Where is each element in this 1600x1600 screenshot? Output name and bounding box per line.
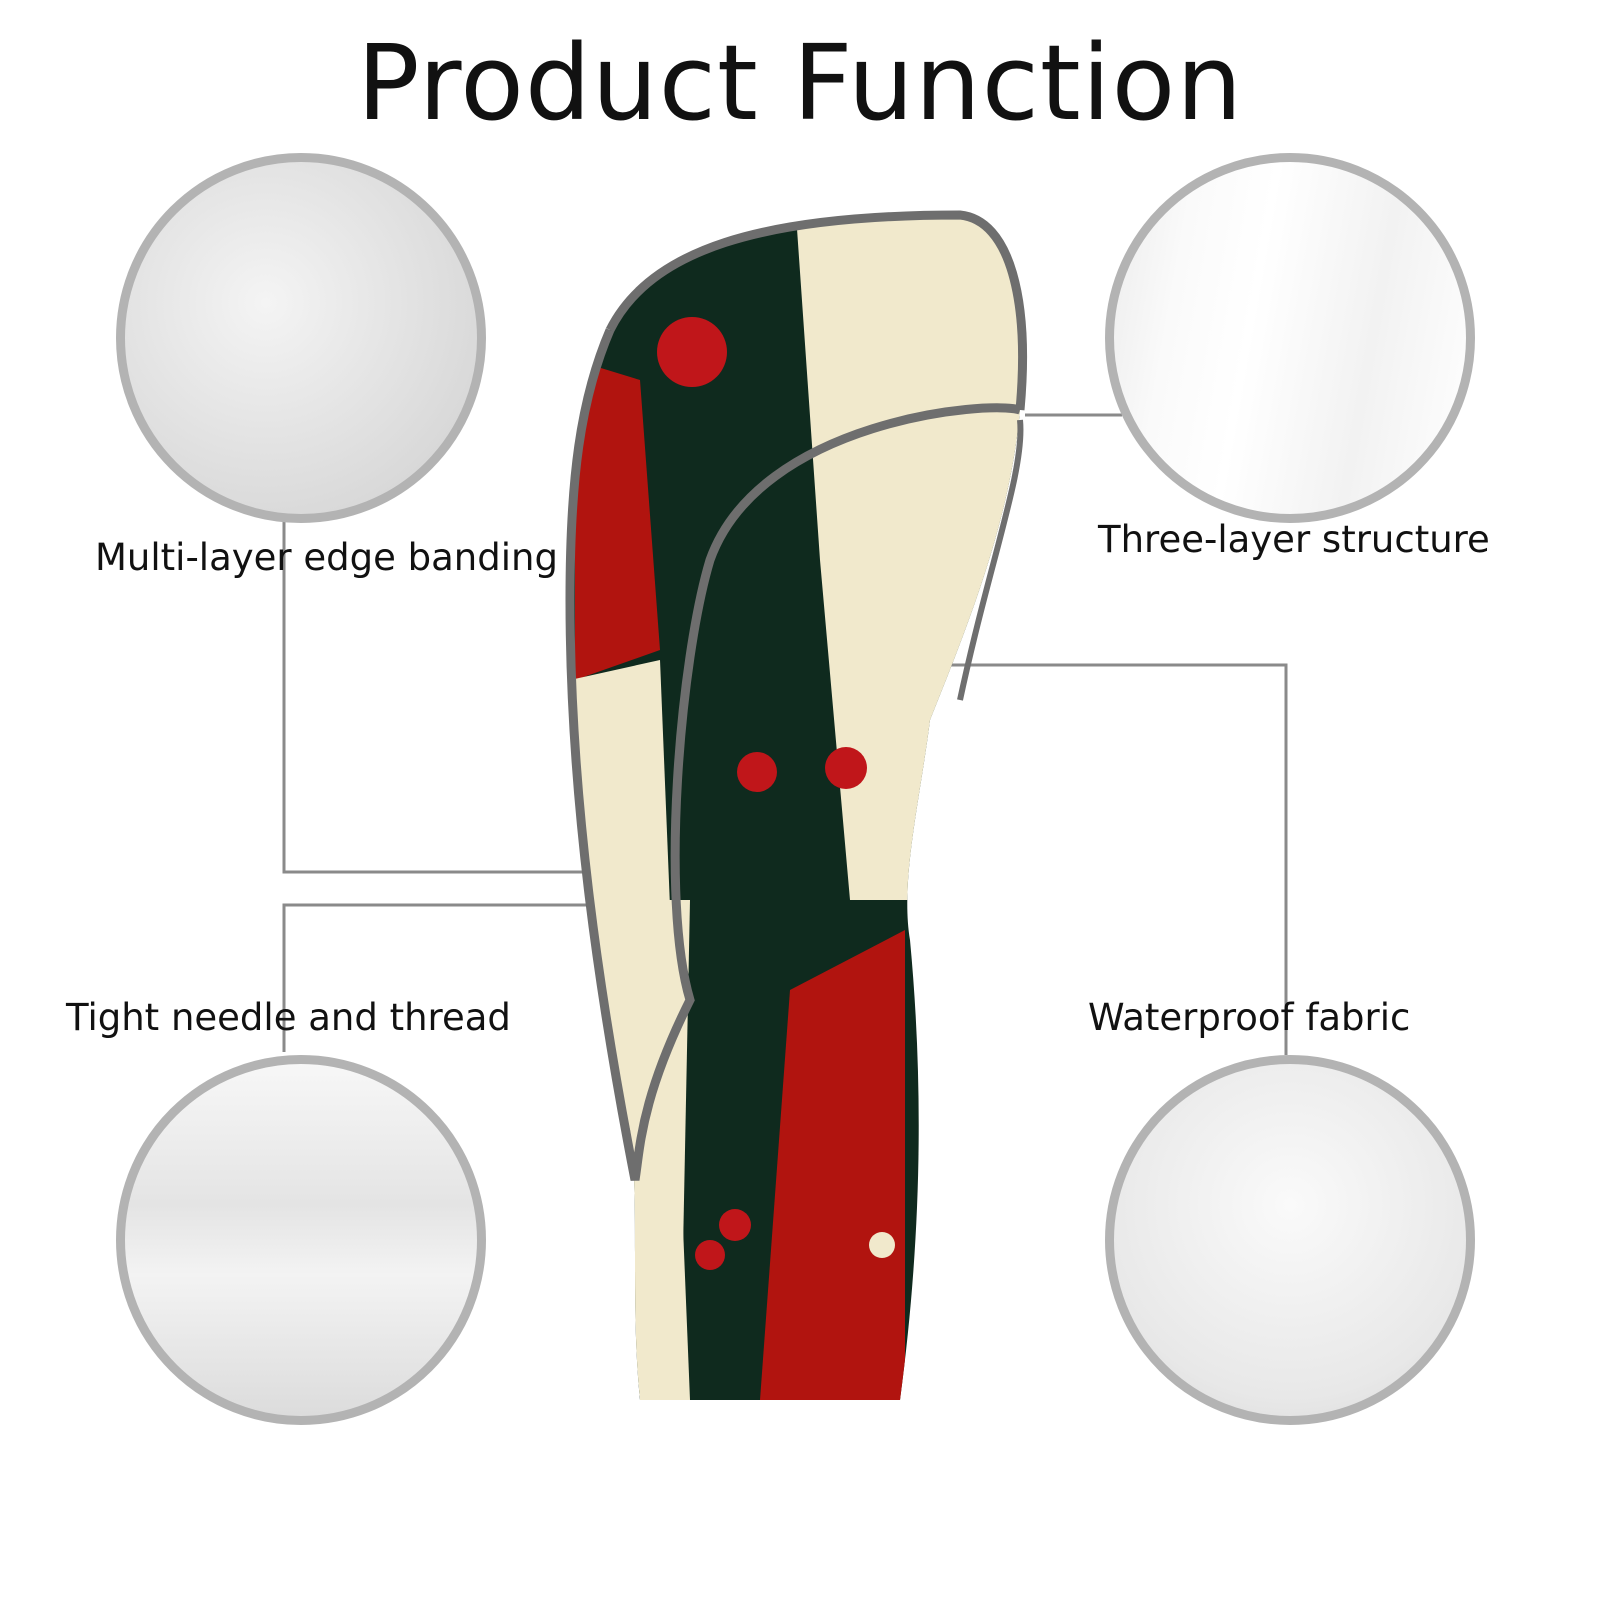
edge-banding-closeup <box>116 153 486 523</box>
feature-label-waterproof: Waterproof fabric <box>1088 996 1411 1039</box>
waterproof-closeup <box>1105 1055 1475 1425</box>
page-title: Product Function <box>356 22 1244 144</box>
stitching-closeup <box>116 1055 486 1425</box>
three-layer-closeup <box>1105 153 1475 523</box>
feature-label-three-layer: Three-layer structure <box>1098 518 1490 561</box>
feature-label-stitching: Tight needle and thread <box>66 996 511 1039</box>
feature-label-edge-banding: Multi-layer edge banding <box>95 536 558 579</box>
